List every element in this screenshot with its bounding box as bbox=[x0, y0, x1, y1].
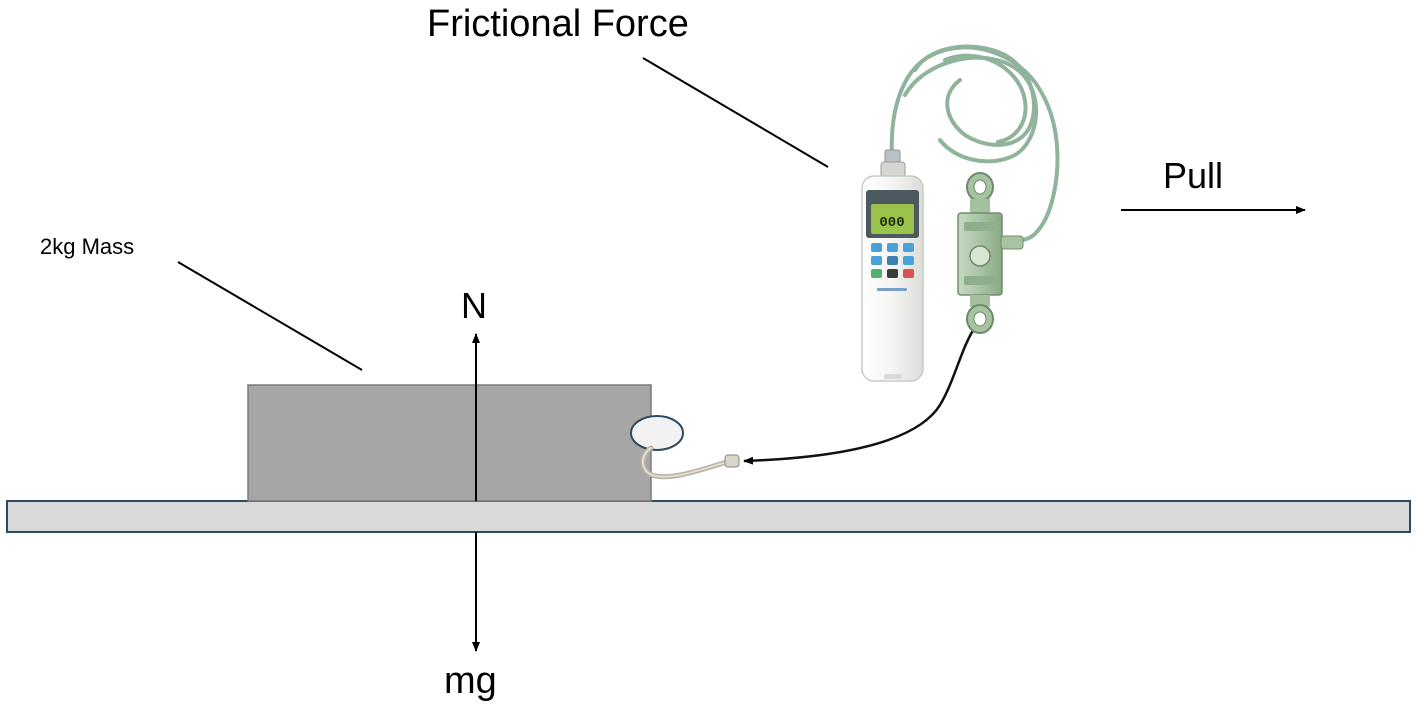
hook bbox=[640, 445, 740, 480]
meter-cable bbox=[889, 44, 1060, 243]
meter-display-readout: 000 bbox=[879, 215, 904, 231]
table-surface bbox=[6, 500, 1411, 533]
load-cell-sensor bbox=[957, 172, 1024, 334]
frictional-force-label: Frictional Force bbox=[427, 3, 689, 45]
weight-label: mg bbox=[444, 660, 497, 702]
pull-label: Pull bbox=[1163, 155, 1224, 196]
normal-force-label: N bbox=[461, 285, 487, 326]
force-gauge-meter bbox=[861, 149, 924, 382]
pull-string bbox=[743, 325, 978, 465]
attachment-ring bbox=[630, 415, 684, 451]
mass-block bbox=[247, 384, 652, 502]
meter-buttons bbox=[871, 243, 914, 278]
mass-label: 2kg Mass bbox=[40, 234, 135, 259]
frictional-force-pointer bbox=[642, 57, 829, 168]
mass-label-pointer bbox=[177, 261, 363, 371]
